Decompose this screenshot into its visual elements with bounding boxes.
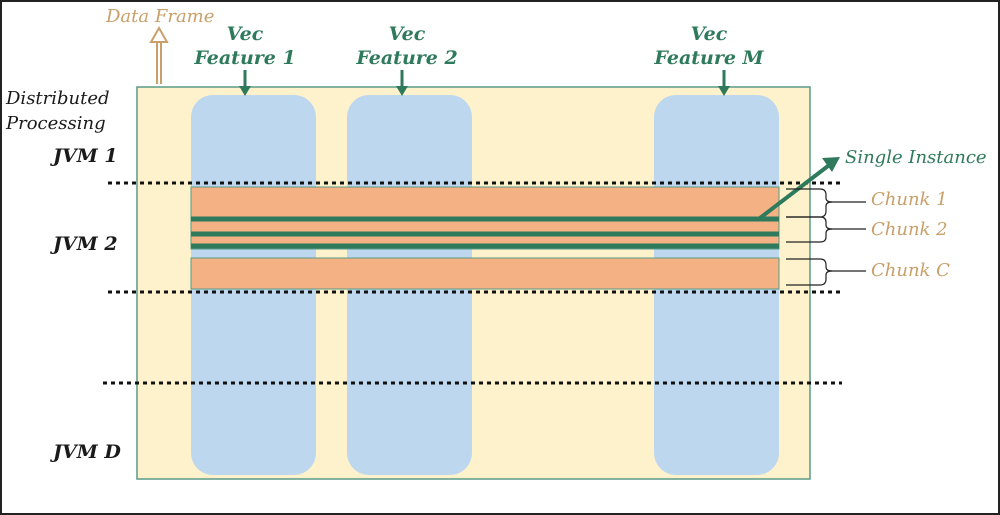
feature-2-arrow-icon bbox=[396, 70, 408, 96]
feature-m-vec: Vec bbox=[691, 23, 728, 45]
chunk-1-label: Chunk 1 bbox=[871, 189, 948, 210]
jvm-2-label: JVM 2 bbox=[50, 233, 118, 255]
data-frame-label: Data Frame bbox=[105, 6, 214, 27]
jvm-d-label: JVM D bbox=[50, 441, 121, 463]
distributed-label: Distributed bbox=[5, 88, 110, 109]
feature-1-vec: Vec bbox=[227, 23, 264, 45]
single-instance-arrow-icon bbox=[758, 157, 840, 220]
feature-1-name: Feature 1 bbox=[193, 47, 295, 69]
feature-m-arrow-icon bbox=[718, 70, 730, 96]
data-frame-arrow-icon bbox=[149, 25, 169, 84]
chunk-c-bar bbox=[190, 257, 780, 290]
feature-1-arrow-icon bbox=[239, 70, 251, 96]
feature-2-name: Feature 2 bbox=[355, 47, 457, 69]
processing-label: Processing bbox=[5, 113, 106, 134]
chunk-2-brace-icon bbox=[786, 216, 866, 243]
feature-m-name: Feature M bbox=[653, 47, 764, 69]
chunk-c-brace-icon bbox=[786, 258, 866, 286]
jvm-1-label: JVM 1 bbox=[50, 145, 118, 167]
single-instance-label: Single Instance bbox=[845, 147, 987, 168]
chunk-c-label: Chunk C bbox=[871, 260, 950, 281]
feature-2-vec: Vec bbox=[389, 23, 426, 45]
chunk-2-label: Chunk 2 bbox=[871, 219, 948, 240]
